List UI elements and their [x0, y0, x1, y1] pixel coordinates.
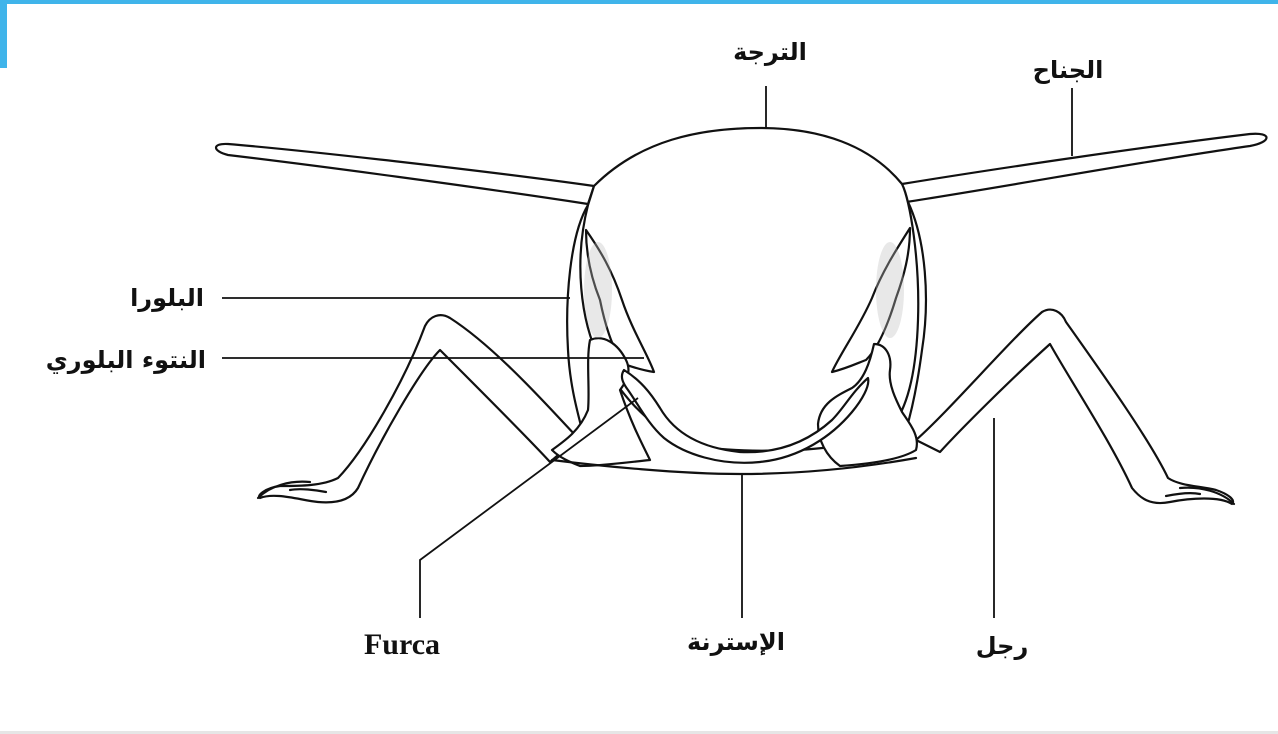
label-sternum: الإسترنة	[687, 628, 785, 656]
left-leg	[259, 315, 578, 502]
right-wing	[902, 134, 1267, 202]
left-wing	[216, 144, 594, 204]
label-furca: Furca	[364, 628, 440, 661]
right-pleuron-shading	[876, 242, 904, 338]
label-pleural-process: النتوء البلوري	[46, 346, 206, 374]
label-leg: رجل	[976, 632, 1029, 660]
left-pleuron-shading	[584, 242, 612, 338]
label-wing: الجناح	[1033, 56, 1104, 84]
label-pleura: البلورا	[130, 284, 204, 312]
right-leg	[916, 310, 1233, 504]
label-tergum: الترجة	[733, 38, 807, 66]
